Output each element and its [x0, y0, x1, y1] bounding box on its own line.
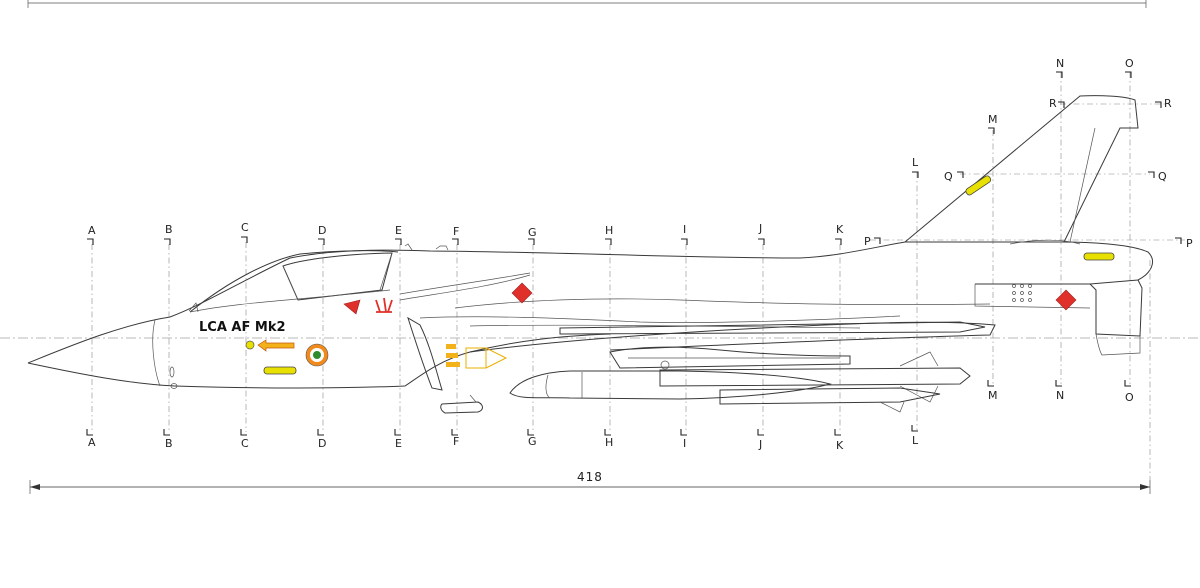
- station-label-e-top: E: [395, 224, 402, 237]
- station-label-f-bottom: F: [453, 435, 459, 448]
- rear-fuselage: [975, 279, 1143, 337]
- station-label-a-top: A: [88, 224, 96, 237]
- canopy-arch-rear: [379, 252, 393, 291]
- vent-panel: [1012, 284, 1032, 302]
- section-label-p-right: P: [1186, 237, 1193, 250]
- warning-triangle-marking: [343, 299, 361, 315]
- station-label-b-top: B: [165, 223, 173, 236]
- station-label-g-top: G: [528, 226, 537, 239]
- aircraft-outline: [27, 95, 1153, 414]
- station-label-f-top: F: [453, 225, 459, 238]
- antenna-top: [435, 245, 449, 251]
- nozzle-outline: [1095, 333, 1141, 356]
- blade-antenna: [188, 302, 199, 313]
- station-label-a-bottom: A: [88, 436, 96, 449]
- station-label-d-top: D: [318, 224, 326, 237]
- rescue-arrow-marking: [245, 339, 295, 352]
- aircraft-designation: LCA AF Mk2: [199, 320, 286, 335]
- bomb-body: [719, 387, 941, 405]
- station-label-o-top: O: [1125, 57, 1134, 70]
- missile-fins: [899, 351, 939, 403]
- nose-gear-door: [440, 401, 483, 414]
- station-labels-bottom: A B C D E F G H I J K L M N O: [88, 389, 1134, 452]
- wing-root-line: [419, 315, 901, 323]
- markings: [245, 175, 1115, 375]
- station-labels-top: A B C D E F G H I J K L M N O: [88, 57, 1134, 239]
- formation-light-nose: [263, 366, 297, 375]
- bomb-fins: [879, 401, 905, 413]
- station-label-m-top: M: [988, 113, 998, 126]
- nose-gear-strut: [469, 394, 477, 403]
- station-label-b-bottom: B: [165, 437, 173, 450]
- formation-light-fin: [965, 175, 992, 196]
- station-label-k-bottom: K: [836, 439, 844, 452]
- station-label-l-top: L: [912, 156, 919, 169]
- canopy-outer: [189, 250, 399, 313]
- danger-diamond-intake: [511, 282, 533, 304]
- wing-pylon-rail: [469, 324, 861, 329]
- top-dimension-line: [27, 0, 1147, 8]
- station-label-j-bottom: J: [758, 438, 762, 451]
- underwing-pylon: [609, 346, 851, 369]
- roundel: [305, 343, 329, 367]
- canopy-inner: [282, 252, 393, 301]
- station-label-c-bottom: C: [241, 437, 249, 450]
- fuselage-upper-contour: [27, 241, 1153, 364]
- danger-diamond-rear: [1055, 289, 1077, 311]
- station-label-m-bottom: M: [988, 389, 998, 402]
- station-label-h-bottom: H: [605, 436, 613, 449]
- rudder-hinge: [1069, 127, 1096, 243]
- station-lines: [91, 72, 1131, 432]
- section-label-r-left: R: [1049, 97, 1057, 110]
- station-label-k-top: K: [836, 223, 844, 236]
- station-label-h-top: H: [605, 224, 613, 237]
- station-label-n-bottom: N: [1056, 389, 1064, 402]
- section-label-r-right: R: [1164, 97, 1172, 110]
- station-label-j-top: J: [758, 222, 762, 235]
- drop-tank: [509, 370, 832, 400]
- ejection-seat-marking: [375, 297, 393, 313]
- intake-lower-lip: [399, 274, 531, 301]
- air-intake: [407, 316, 443, 391]
- station-label-g-bottom: G: [528, 435, 537, 448]
- station-label-o-bottom: O: [1125, 391, 1134, 404]
- overall-length-value: 418: [577, 470, 603, 484]
- overall-length-dimension: 418: [29, 260, 1151, 494]
- station-label-i-top: I: [683, 223, 686, 236]
- radome-joint: [152, 319, 161, 387]
- section-label-p-left: P: [864, 235, 871, 248]
- pylon-attach-point: [660, 360, 670, 370]
- aoa-sensor: [170, 383, 178, 389]
- station-label-i-bottom: I: [683, 437, 686, 450]
- intake-upper-lip: [399, 272, 531, 295]
- formation-light-tail: [1083, 252, 1115, 261]
- wingtip-missile: [559, 321, 986, 335]
- reference-lines: [0, 103, 1200, 339]
- canopy-frame: [189, 289, 391, 313]
- station-label-l-bottom: L: [912, 434, 919, 447]
- dorsal-antenna: [404, 243, 413, 251]
- intake-warning-marking: [446, 344, 508, 369]
- canopy-arch: [282, 265, 299, 301]
- drop-tank-seam: [545, 374, 551, 399]
- section-label-q-right: Q: [1158, 170, 1167, 183]
- fin-root-fairing: [1009, 239, 1081, 245]
- aft-panel: [974, 284, 1091, 309]
- station-label-n-top: N: [1056, 57, 1064, 70]
- fuselage-panel-line: [454, 298, 991, 309]
- section-labels-side: P P Q Q R R: [864, 97, 1193, 250]
- station-label-d-bottom: D: [318, 437, 326, 450]
- section-label-q-left: Q: [944, 170, 953, 183]
- station-brackets: [86, 71, 1182, 436]
- vertical-fin: [904, 95, 1139, 243]
- fuselage-lower-contour: [27, 333, 611, 389]
- missile-body: [659, 367, 971, 387]
- static-port: [169, 366, 175, 378]
- station-label-c-top: C: [241, 221, 249, 234]
- station-label-e-bottom: E: [395, 437, 402, 450]
